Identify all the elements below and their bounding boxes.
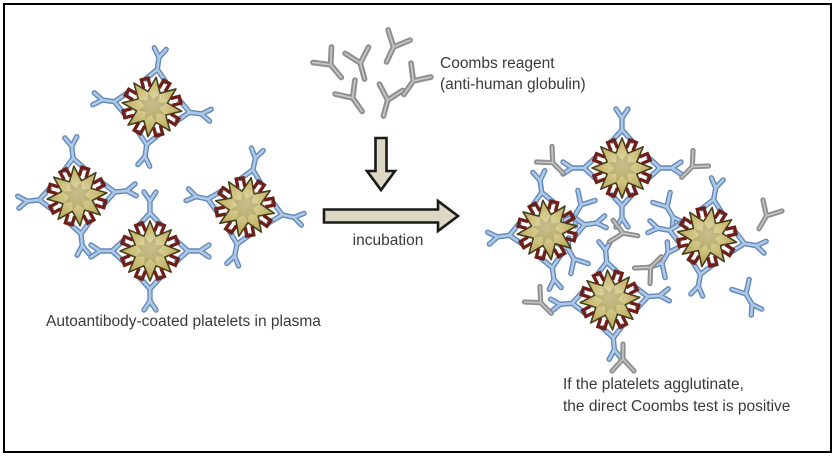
linking-reagent-antibody-icon (749, 200, 782, 234)
coombs-reagent-antibody-icon (376, 30, 410, 67)
result-caption-line1: If the platelets agglutinate, (563, 376, 744, 393)
coombs-reagent-antibodies-group (313, 30, 431, 119)
agglutinated-platelet (639, 169, 776, 306)
result-caption-line2: the direct Coombs test is positive (563, 398, 791, 415)
free-platelets-group (12, 40, 315, 310)
result-caption: If the platelets agglutinate, the direct… (563, 374, 790, 418)
down-arrow-icon (364, 136, 398, 193)
linking-reagent-antibody-icon (674, 150, 709, 185)
incubation-arrow-icon (322, 198, 461, 234)
agglutinated-platelet (546, 236, 674, 364)
autoantibody-coated-platelet (85, 40, 218, 173)
coombs-reagent-antibody-icon (335, 80, 372, 118)
coombs-reagent-antibody-icon (345, 47, 376, 82)
coombs-reagent-label-line2: (anti-human globulin) (440, 76, 586, 93)
linking-autoantibody-icon (732, 279, 765, 317)
coombs-reagent-antibody-icon (372, 84, 403, 119)
coombs-reagent-label-line1: Coombs reagent (440, 55, 555, 72)
incubation-label: incubation (352, 232, 424, 249)
coombs-reagent-label: Coombs reagent (anti-human globulin) (440, 53, 586, 95)
autoantibody-coated-platelet (91, 192, 209, 310)
left-caption: Autoantibody-coated platelets in plasma (46, 313, 321, 330)
cluster-linking-reagent-group (524, 146, 782, 371)
autoantibody-coated-platelet (175, 137, 315, 277)
